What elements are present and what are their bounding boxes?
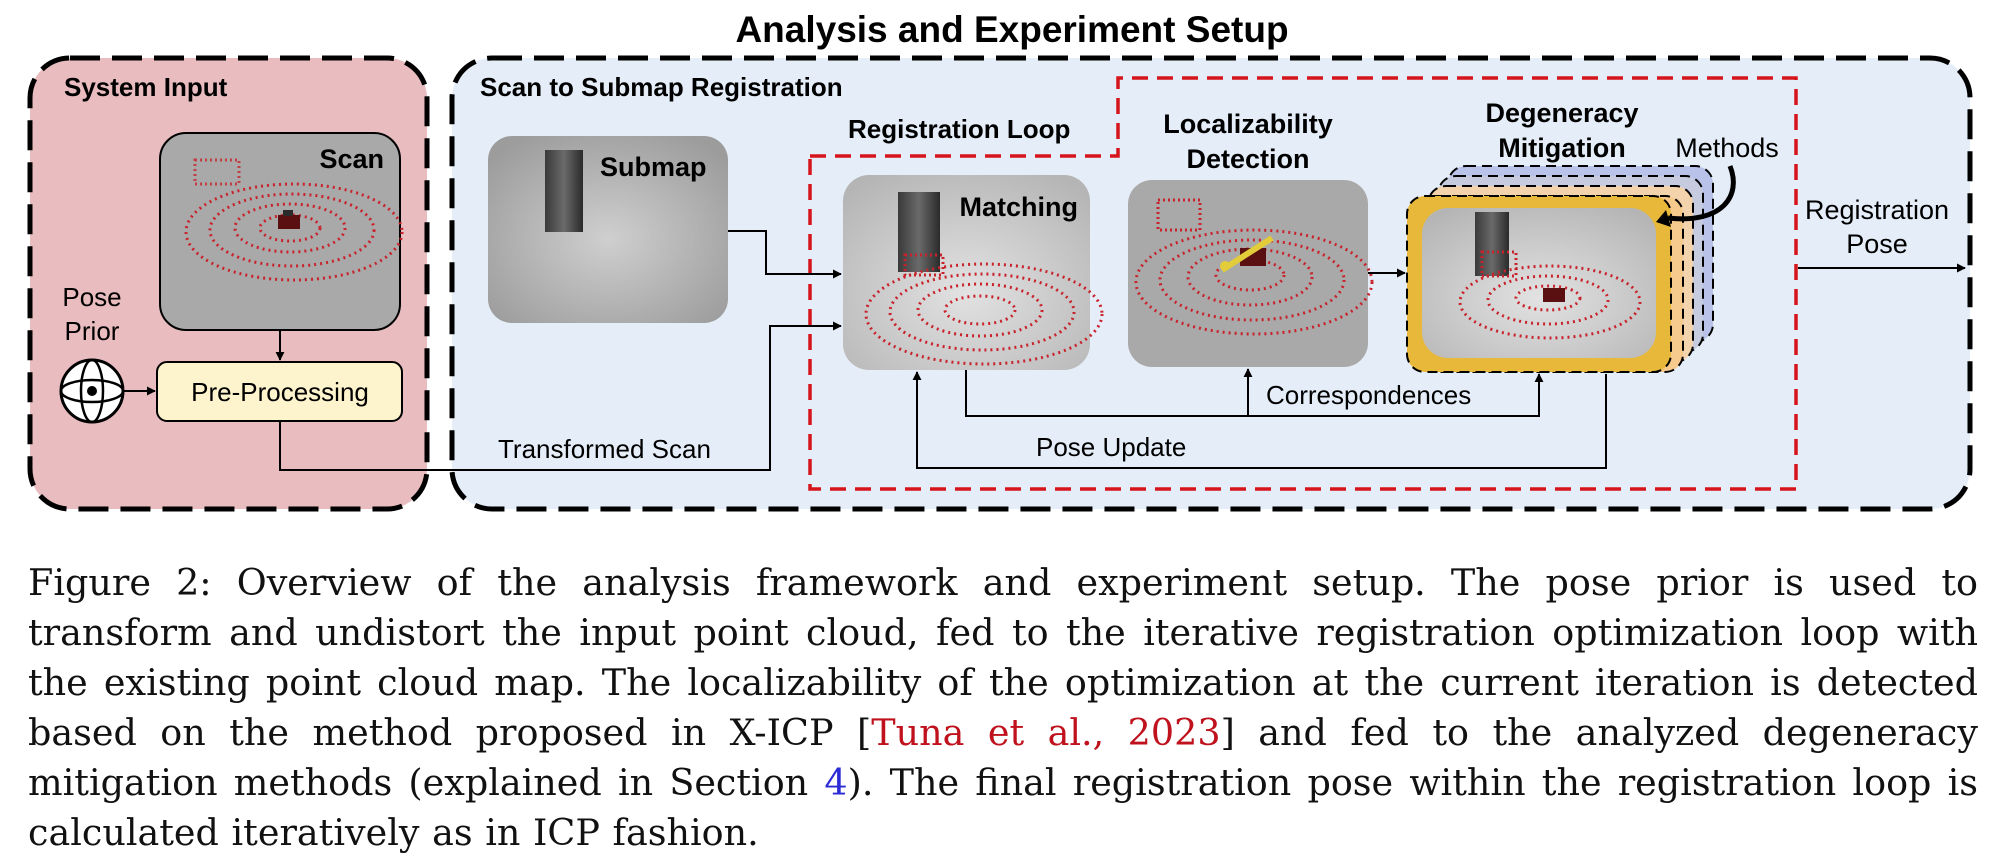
- preprocessing-label: Pre-Processing: [191, 377, 369, 407]
- pose-prior-label-line1: Pose: [62, 282, 121, 312]
- degeneracy-methods-stack: [1406, 165, 1714, 373]
- output-label-line1: Registration: [1805, 195, 1949, 225]
- caption-text-part2: ] and fed to the analyzed degeneracy mit…: [28, 711, 1978, 804]
- degeneracy-label-line2: Mitigation: [1498, 133, 1625, 163]
- scan-card: [159, 132, 404, 331]
- methods-label: Methods: [1675, 133, 1779, 163]
- registration-loop-boundary: [808, 76, 1798, 491]
- correspondences-label: Correspondences: [1266, 380, 1471, 410]
- localizability-card: [1128, 180, 1374, 367]
- arrow-pose-update: [912, 371, 1607, 469]
- transformed-scan-label: Transformed Scan: [498, 434, 711, 464]
- citation-link[interactable]: Tuna et al., 2023: [871, 711, 1221, 754]
- figure-label: Figure 2:: [28, 561, 212, 604]
- caption-text-part3: ). The final registration pose within th…: [28, 761, 1979, 854]
- figure-caption: Figure 2: Overview of the analysis frame…: [28, 558, 1978, 858]
- degeneracy-label-line1: Degeneracy: [1485, 98, 1638, 128]
- arrow-correspondences: [965, 370, 1544, 417]
- arrow-submap-to-matching: [728, 230, 842, 279]
- framework-diagram: Analysis and Experiment Setup System Inp…: [27, 9, 1973, 512]
- submap-label: Submap: [600, 152, 707, 182]
- diagram-title: Analysis and Experiment Setup: [735, 9, 1288, 50]
- registration-loop-label: Registration Loop: [848, 114, 1070, 144]
- gyroscope-icon: [59, 358, 125, 424]
- localizability-label-line2: Detection: [1186, 144, 1309, 174]
- caption-text-part1: Overview of the analysis framework and e…: [28, 561, 1979, 754]
- pose-prior-label-line2: Prior: [65, 316, 120, 346]
- section-link[interactable]: 4: [824, 761, 848, 804]
- arrow-transformed-scan: [279, 321, 842, 471]
- output-label-line2: Pose: [1846, 229, 1908, 259]
- registration-panel-label: Scan to Submap Registration: [480, 72, 843, 102]
- scan-label: Scan: [319, 144, 384, 174]
- pose-update-label: Pose Update: [1036, 432, 1186, 462]
- matching-label: Matching: [960, 192, 1079, 222]
- submap-card: [488, 136, 728, 323]
- system-input-label: System Input: [64, 72, 228, 102]
- localizability-label-line1: Localizability: [1163, 109, 1333, 139]
- methods-curved-arrow: [1667, 165, 1736, 222]
- matching-card: [843, 175, 1104, 370]
